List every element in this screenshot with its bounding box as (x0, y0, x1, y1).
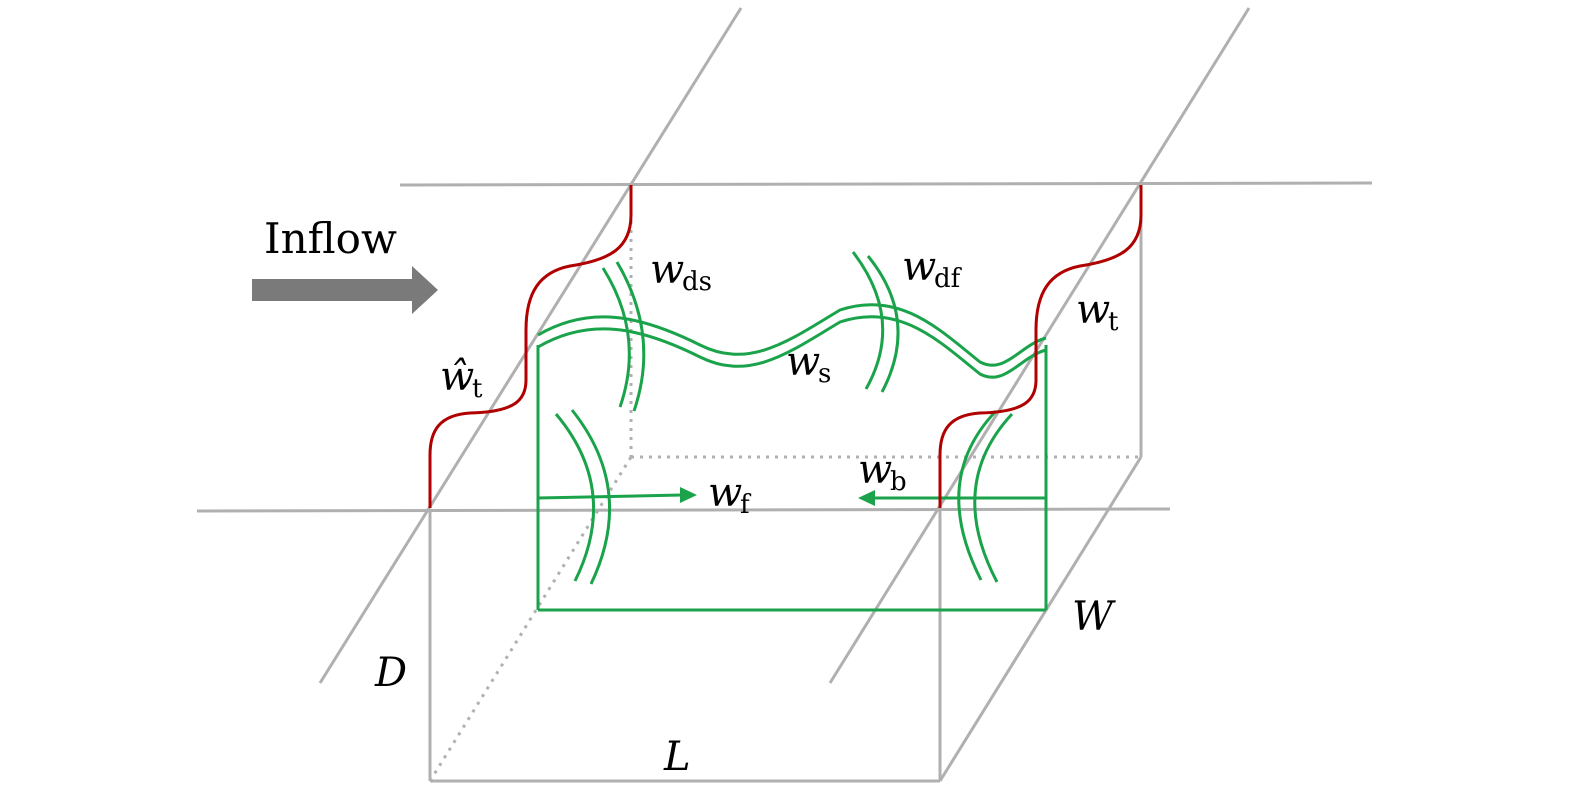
shear-layer-lower (537, 315, 1047, 379)
floor-left-edge-hidden (428, 456, 633, 782)
b-wave-arc-2 (973, 412, 1014, 583)
ds-wave-arc-2 (615, 261, 646, 412)
svg-text:t: t (472, 374, 483, 404)
right-diagonal (828, 7, 1251, 684)
wb-arrow-head (858, 490, 875, 506)
svg-text:w: w (786, 339, 820, 385)
ds-wave-arc-1 (601, 267, 631, 408)
inflow-arrow (252, 266, 438, 314)
df-wave-arc-1 (851, 251, 885, 390)
downstream-transition-profile (938, 185, 1143, 508)
label-w-s: w s (786, 339, 831, 389)
label-w-f: w f (708, 470, 752, 520)
wf-arrow-head (680, 487, 697, 503)
svg-text:ŵ: ŵ (440, 354, 474, 400)
floor-right-edge (938, 456, 1143, 782)
svg-text:s: s (818, 359, 831, 389)
label-w-t-hat: ŵ t (440, 354, 483, 404)
length-label: L (663, 734, 691, 780)
back-surface-line (399, 181, 1373, 187)
label-w-ds: w ds (650, 247, 712, 297)
b-wave-arc-1 (957, 409, 998, 581)
label-w-df: w df (902, 244, 963, 294)
left-diagonal (318, 7, 743, 684)
wf-arrow-shaft (537, 493, 683, 500)
model-elements (536, 251, 1048, 612)
label-w-b: w b (858, 447, 907, 497)
svg-text:w: w (650, 247, 684, 293)
upstream-transition-profile (428, 185, 633, 508)
svg-text:w: w (1076, 287, 1110, 333)
svg-text:b: b (890, 467, 907, 497)
front-surface-line (196, 507, 1171, 513)
depth-label: D (374, 650, 407, 696)
width-label: W (1072, 594, 1116, 640)
svg-text:w: w (708, 470, 742, 516)
svg-text:f: f (740, 490, 752, 520)
f-wave-arc-2 (570, 409, 612, 585)
transition-profiles (428, 185, 1143, 508)
df-wave-arc-2 (866, 255, 900, 393)
svg-text:df: df (934, 264, 963, 294)
svg-text:ds: ds (682, 267, 712, 297)
shear-layer-upper (537, 303, 1047, 367)
svg-text:t: t (1108, 307, 1119, 337)
svg-text:w: w (902, 244, 936, 290)
svg-text:w: w (858, 447, 892, 493)
label-w-t: w t (1076, 287, 1119, 337)
inflow-label: Inflow (264, 214, 397, 263)
f-wave-arc-1 (554, 413, 596, 582)
geometry (196, 7, 1373, 783)
